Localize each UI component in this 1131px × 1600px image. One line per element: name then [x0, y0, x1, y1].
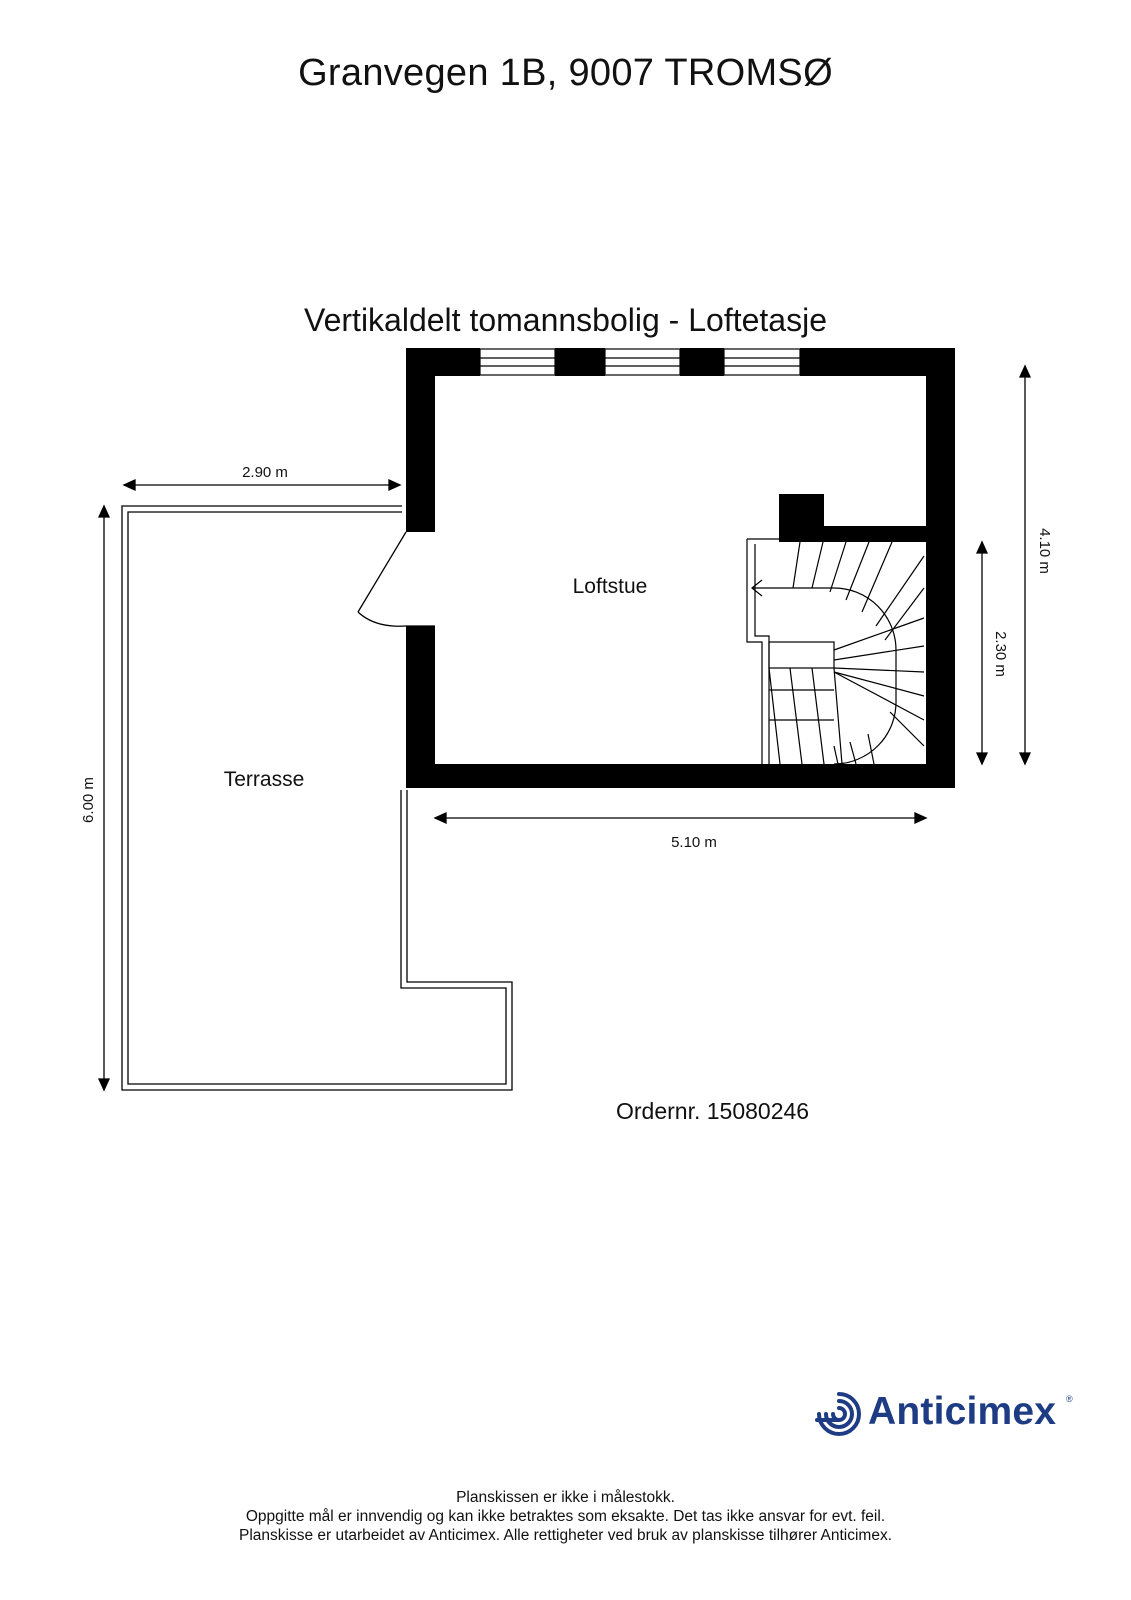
dimension-loft-width [433, 811, 928, 825]
dimension-terrace-width [122, 478, 402, 492]
footer-line-3: Planskisse er utarbeidet av Anticimex. A… [238, 1527, 892, 1544]
anticimex-logo: Anticimex ® [815, 1390, 1075, 1440]
dimension-label-stair-length: 2.30 m [992, 631, 1009, 677]
terrace-outline [121, 505, 513, 1091]
terrace-door [357, 531, 435, 627]
dimension-label-loft-depth: 4.10 m [1036, 528, 1053, 574]
loft-walls [406, 348, 955, 788]
dimension-label-terrace-width: 2.90 m [242, 464, 288, 481]
page-title: Granvegen 1B, 9007 TROMSØ [298, 52, 833, 94]
room-label-loft: Loftstue [573, 575, 648, 598]
dimension-label-terrace-length: 6.00 m [80, 777, 97, 823]
order-number: Ordernr. 15080246 [616, 1098, 810, 1124]
footer-line-2: Oppgitte mål er innvendig og kan ikke be… [245, 1508, 886, 1525]
window-3 [723, 348, 801, 376]
dimension-loft-depth [1018, 364, 1032, 766]
anticimex-logo-text: Anticimex [868, 1390, 1057, 1433]
room-label-terrace: Terrasse [224, 768, 305, 791]
footer-disclaimer: Planskissen er ikke i målestokk. Oppgitt… [0, 1488, 1131, 1545]
anticimex-logo-icon [815, 1392, 861, 1436]
plan-subtitle: Vertikaldelt tomannsbolig - Loftetasje [304, 302, 827, 338]
stair [746, 526, 926, 765]
dimension-terrace-length [97, 504, 111, 1092]
footer-line-1: Planskissen er ikke i målestokk. [456, 1489, 675, 1506]
windows [479, 348, 801, 376]
registered-mark: ® [1066, 1394, 1073, 1404]
dimension-stair-length [975, 540, 989, 766]
window-2 [604, 348, 681, 376]
window-1 [479, 348, 556, 376]
dimension-label-loft-width: 5.10 m [671, 834, 717, 851]
